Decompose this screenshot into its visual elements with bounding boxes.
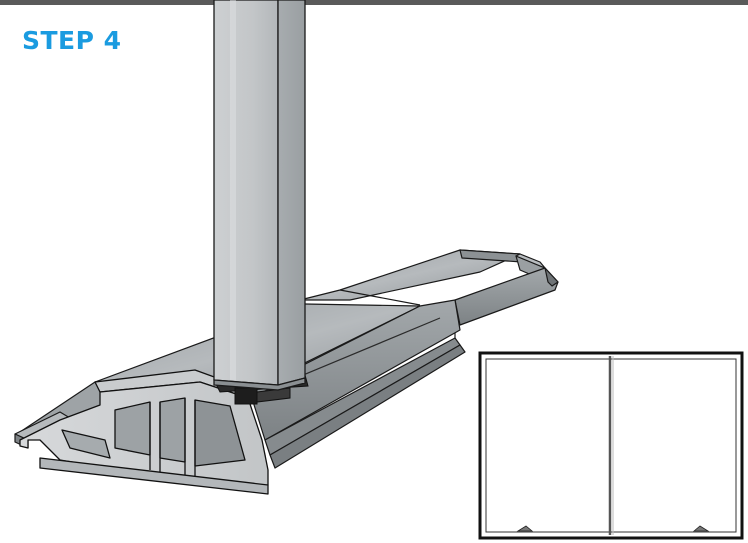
frame-thumbnail-inset bbox=[478, 351, 744, 540]
rail-far-section bbox=[299, 249, 559, 338]
inset-right-foot bbox=[692, 525, 710, 532]
top-rule bbox=[0, 0, 748, 5]
inset-left-foot bbox=[516, 525, 534, 532]
step-title: STEP 4 bbox=[22, 26, 122, 55]
rail-end-profile bbox=[19, 369, 269, 495]
vertical-post bbox=[213, 0, 306, 391]
